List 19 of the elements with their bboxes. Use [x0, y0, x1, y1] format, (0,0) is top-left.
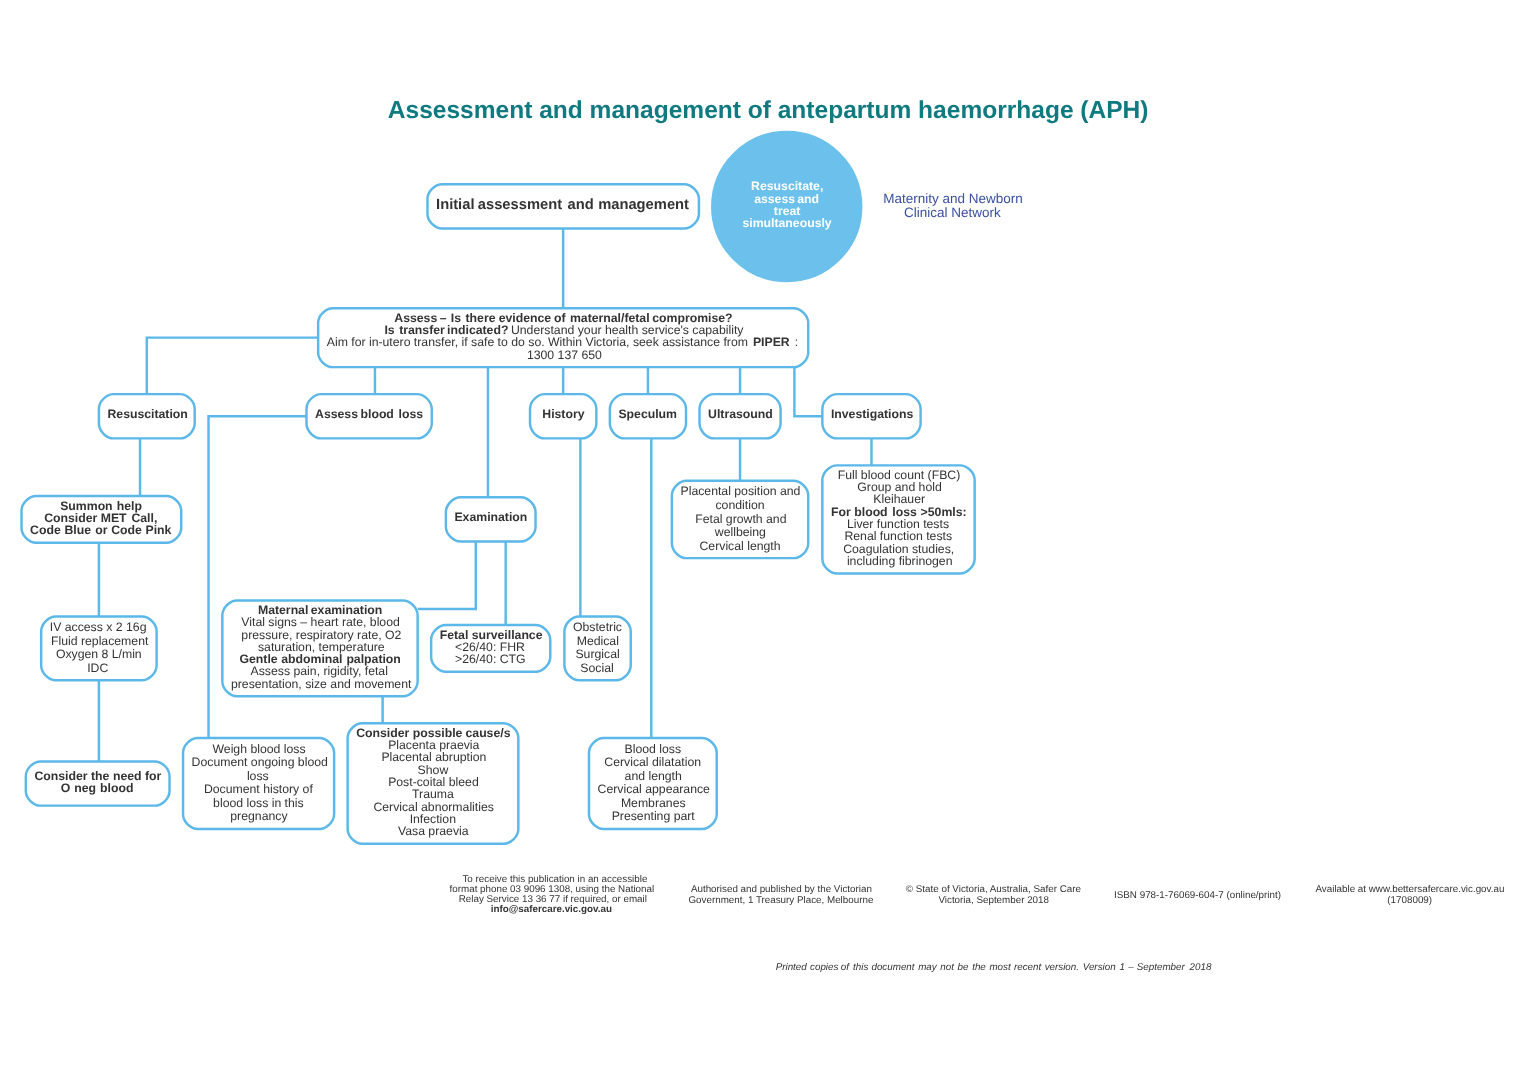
connector	[417, 541, 477, 611]
connector	[97, 543, 101, 617]
connector	[97, 680, 101, 761]
connector	[381, 696, 384, 724]
connector	[207, 415, 307, 738]
diagram-title: Assessment and management of antepartum haemorrhage (APH)	[387, 96, 1149, 125]
connector	[561, 367, 565, 395]
connector	[561, 228, 565, 308]
connector	[145, 336, 318, 394]
connector	[373, 367, 377, 395]
connector	[870, 438, 873, 466]
connector	[650, 438, 653, 739]
connector	[504, 541, 507, 625]
connector	[486, 367, 490, 498]
connector	[579, 438, 582, 617]
connector	[646, 367, 650, 395]
connector	[138, 438, 142, 496]
connector	[738, 438, 742, 481]
connector	[738, 367, 742, 395]
